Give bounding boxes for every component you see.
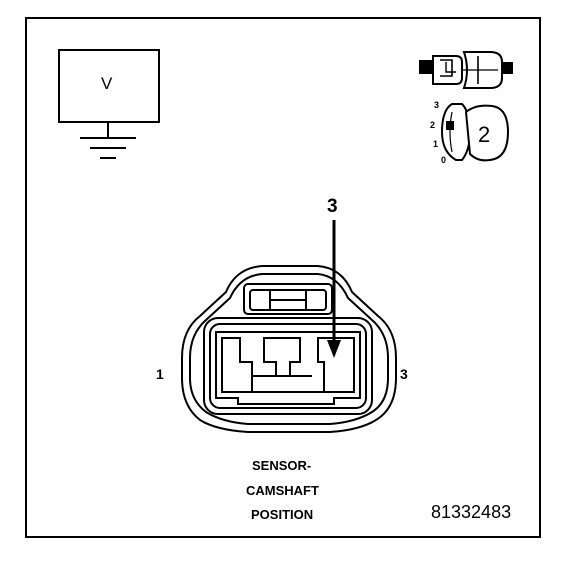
caption-line-2: CAMSHAFT xyxy=(246,483,319,498)
back-probe-icon xyxy=(419,51,513,89)
connector-housing xyxy=(181,265,397,433)
position-label-2: 2 xyxy=(430,120,436,130)
left-pin-label: 1 xyxy=(156,366,164,382)
caption-line-1: SENSOR- xyxy=(252,458,312,473)
selected-position-value: 2 xyxy=(478,122,491,147)
pin-3-probe-arrow xyxy=(327,220,341,358)
pin-arrow-label: 3 xyxy=(327,196,338,217)
diagram-frame xyxy=(25,17,541,538)
position-label-0: 0 xyxy=(441,155,447,165)
voltmeter-icon xyxy=(58,49,160,159)
caption-line-3: POSITION xyxy=(251,507,314,522)
position-label-1: 1 xyxy=(433,139,439,149)
figure-number: 81332483 xyxy=(431,502,512,522)
voltmeter-label: V xyxy=(101,74,113,93)
position-label-3: 3 xyxy=(434,100,440,110)
selector-knob-icon xyxy=(440,103,510,162)
right-pin-label: 3 xyxy=(400,366,408,382)
